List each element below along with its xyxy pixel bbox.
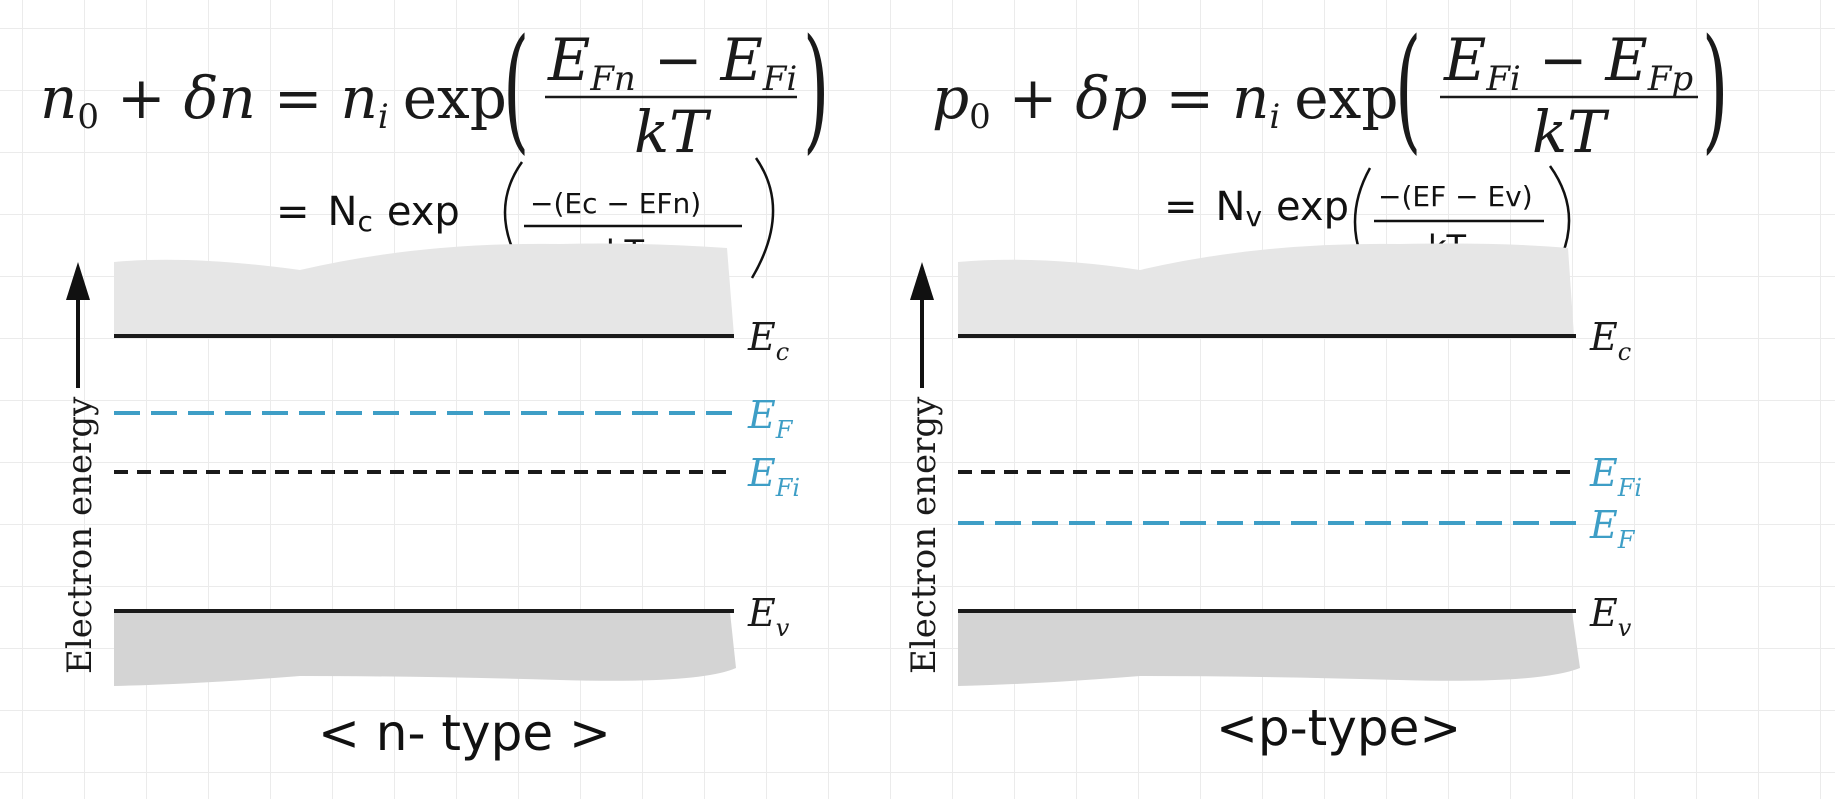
right-hw-nv: N: [1216, 184, 1246, 230]
left-valence-band-region: [114, 612, 736, 686]
right-ef-label: EF: [1589, 503, 1636, 554]
right-eq-den: kT: [1532, 98, 1610, 166]
left-eq-n-sub: 0: [77, 97, 99, 137]
right-caption: <p-type>: [1216, 699, 1461, 757]
left-hw-nc-sub: c: [357, 205, 372, 238]
left-eq-paren-close: ): [803, 11, 829, 168]
left-ec-label: Ec: [747, 315, 789, 366]
right-eq-num-a: E: [1443, 26, 1486, 94]
left-ev-label: Ev: [747, 591, 790, 642]
left-eq-paren-open: (: [503, 11, 529, 168]
left-conduction-band-region: [114, 243, 734, 336]
left-hw-nc: N: [328, 189, 358, 235]
left-eq-den: kT: [634, 98, 712, 166]
right-eq-num-a-sub: Fi: [1485, 59, 1520, 99]
left-eq-plus: +: [117, 64, 166, 132]
right-eq-p: p: [932, 64, 969, 132]
left-eq-minus: −: [654, 26, 703, 94]
left-eq-ni: n: [341, 64, 378, 132]
right-eq-ni: n: [1232, 64, 1269, 132]
right-ev-label: Ev: [1589, 591, 1632, 642]
right-conduction-band-region: [958, 243, 1574, 336]
right-efi-label: EFi: [1589, 451, 1642, 502]
left-hw-exp: exp: [387, 189, 460, 235]
left-ef-label: EF: [747, 393, 794, 444]
right-hw-numerator: −(EF − Ev): [1378, 180, 1533, 213]
left-axis-label: Electron energy: [60, 396, 100, 674]
right-eq-paren-close: ): [1702, 11, 1728, 168]
right-eq-paren-open: (: [1395, 11, 1421, 168]
right-eq-plus: +: [1009, 64, 1058, 132]
left-eq-ni-sub: i: [378, 97, 389, 137]
right-eq-minus: −: [1539, 26, 1588, 94]
left-eq-num-a-sub: Fn: [589, 59, 636, 99]
right-eq-p-sub: 0: [969, 97, 991, 137]
right-hw-equals: =: [1164, 184, 1198, 230]
right-hw-nv-sub: v: [1245, 200, 1262, 233]
right-eq-delta-p: δp: [1075, 64, 1147, 132]
left-eq-equals: =: [274, 64, 323, 132]
right-ec-label: Ec: [1589, 315, 1631, 366]
left-hw-numerator: −(Ec − EFn): [530, 187, 701, 220]
svg-text:EFi−EFp: EFi−EFp: [1443, 26, 1693, 99]
right-eq-ni-sub: i: [1269, 97, 1280, 137]
left-hw-equals: =: [276, 189, 310, 235]
right-eq-num-b-sub: Fp: [1647, 59, 1693, 99]
svg-text:EFn−EFi: EFn−EFi: [547, 26, 797, 99]
left-hw-paren-close: [750, 157, 775, 279]
right-axis-label: Electron energy: [904, 396, 944, 674]
left-eq-delta-n: δn: [184, 64, 256, 132]
left-eq-num-b-sub: Fi: [762, 59, 797, 99]
right-energy-axis-arrowhead: [910, 262, 934, 300]
left-energy-axis-arrowhead: [66, 262, 90, 300]
left-caption: < n- type >: [318, 704, 611, 762]
right-valence-band-region: [958, 612, 1580, 686]
left-eq-exp: exp: [403, 64, 507, 132]
right-eq-num-b: E: [1604, 26, 1647, 94]
right-eq-exp: exp: [1294, 64, 1398, 132]
right-hw-exp: exp: [1276, 184, 1349, 230]
left-eq-num-a: E: [547, 26, 590, 94]
left-eq-n: n: [40, 64, 77, 132]
right-eq-equals: =: [1165, 64, 1214, 132]
left-efi-label: EFi: [747, 451, 800, 502]
left-eq-num-b: E: [719, 26, 762, 94]
